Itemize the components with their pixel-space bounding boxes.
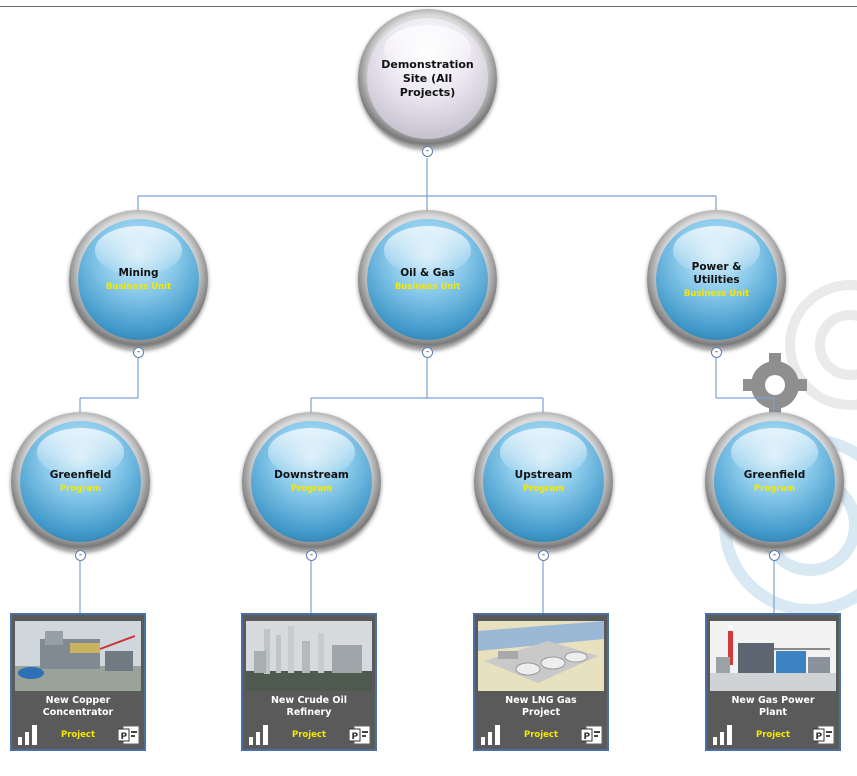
business-unit-node-mining[interactable]: Mining Business Unit [69,210,208,349]
greenfield-mining-collapse-toggle[interactable]: - [75,550,86,561]
node-face: Power & Utilities Business Unit [656,219,777,340]
project-type-label: Project [755,730,791,740]
project-thumbnail [15,621,141,691]
node-title: Greenfield [49,469,112,481]
node-title: Mining [118,267,159,279]
node-type-label: Business Unit [105,282,172,292]
program-node-greenfield-mining[interactable]: Greenfield Program [11,412,150,551]
program-node-downstream[interactable]: Downstream Program [242,412,381,551]
node-face: Downstream Program [251,421,372,542]
svg-text:P: P [352,732,359,742]
node-face: Upstream Program [483,421,604,542]
project-title: New Crude Oil Refinery [270,695,348,718]
bar-chart-icon[interactable] [17,723,41,745]
svg-text:P: P [816,732,823,742]
node-title: Power & Utilities [691,260,742,286]
upstream-collapse-toggle[interactable]: - [538,550,549,561]
downstream-collapse-toggle[interactable]: - [306,550,317,561]
ms-project-icon[interactable]: P [813,725,835,745]
root-node[interactable]: Demonstration Site (All Projects) [358,9,497,148]
node-type-label: Program [522,484,565,494]
node-face: Greenfield Program [20,421,141,542]
business-unit-node-power-utilities[interactable]: Power & Utilities Business Unit [647,210,786,349]
ms-project-icon[interactable]: P [349,725,371,745]
project-card-gas-power-plant[interactable]: New Gas Power Plant Project P [705,613,841,751]
node-type-label: Program [290,484,333,494]
root-node-face: Demonstration Site (All Projects) [367,18,488,139]
ms-project-icon[interactable]: P [118,725,140,745]
business-unit-node-oil-gas[interactable]: Oil & Gas Business Unit [358,210,497,349]
power-utilities-collapse-toggle[interactable]: - [711,347,722,358]
svg-text:P: P [584,732,591,742]
bar-chart-icon[interactable] [480,723,504,745]
node-type-label: Program [753,484,796,494]
root-collapse-toggle[interactable]: - [422,146,433,157]
project-card-crude-oil-refinery[interactable]: New Crude Oil Refinery Project P [241,613,377,751]
ms-project-icon[interactable]: P [581,725,603,745]
node-title: Upstream [514,469,573,481]
project-title: New LNG Gas Project [505,695,577,718]
mining-collapse-toggle[interactable]: - [133,347,144,358]
project-type-label: Project [291,730,327,740]
node-type-label: Business Unit [394,282,461,292]
node-face: Greenfield Program [714,421,835,542]
node-title: Greenfield [743,469,806,481]
node-face: Oil & Gas Business Unit [367,219,488,340]
svg-text:P: P [121,732,128,742]
project-card-copper-concentrator[interactable]: New Copper Concentrator Project P [10,613,146,751]
node-title: Oil & Gas [400,267,455,279]
top-border-line [0,6,857,7]
project-type-label: Project [60,730,96,740]
project-thumbnail [478,621,604,691]
project-title: New Gas Power Plant [731,695,815,718]
program-node-upstream[interactable]: Upstream Program [474,412,613,551]
oil-gas-collapse-toggle[interactable]: - [422,347,433,358]
bar-chart-icon[interactable] [248,723,272,745]
program-node-greenfield-power[interactable]: Greenfield Program [705,412,844,551]
node-title: Downstream [274,469,349,481]
root-node-title: Demonstration Site (All Projects) [381,57,474,99]
project-title: New Copper Concentrator [42,695,114,718]
project-card-lng-gas-project[interactable]: New LNG Gas Project Project P [473,613,609,751]
node-type-label: Program [59,484,102,494]
project-type-label: Project [523,730,559,740]
node-type-label: Business Unit [683,288,750,299]
greenfield-power-collapse-toggle[interactable]: - [769,550,780,561]
node-face: Mining Business Unit [78,219,199,340]
project-thumbnail [710,621,836,691]
bar-chart-icon[interactable] [712,723,736,745]
project-thumbnail [246,621,372,691]
